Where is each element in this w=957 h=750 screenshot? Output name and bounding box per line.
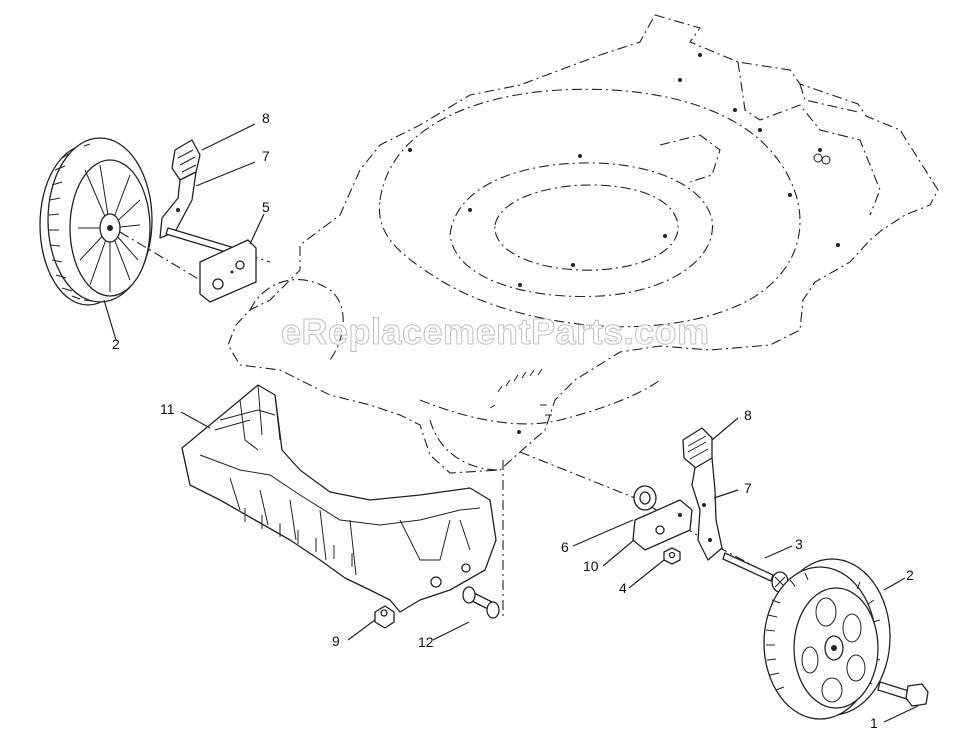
callout-left-5: 5 — [262, 199, 270, 215]
watermark: eReplacementParts.com — [281, 311, 710, 352]
spacer-washer — [633, 485, 657, 511]
right-wheel-bracket — [632, 499, 693, 551]
rear-wheel-housing — [181, 384, 497, 613]
callout-left-8: 8 — [262, 110, 270, 126]
leader-lines — [103, 123, 919, 723]
pin — [462, 586, 500, 619]
callout-left-2: 2 — [112, 336, 120, 352]
nut — [374, 605, 395, 629]
callout-right-4: 4 — [619, 580, 627, 596]
shoulder-bolt — [722, 552, 789, 593]
right-front-wheel — [763, 558, 891, 720]
callout-right-3: 3 — [795, 536, 803, 552]
callout-right-2: 2 — [906, 567, 914, 583]
callout-right-6: 6 — [561, 539, 569, 555]
left-wheel-bracket — [199, 239, 257, 303]
callout-housing-11: 11 — [160, 401, 175, 417]
small-nut — [663, 547, 681, 565]
wheel-bolt — [877, 681, 929, 707]
mower-deck — [227, 14, 939, 474]
callout-labels: 8 7 5 2 11 9 12 8 7 6 10 4 3 2 1 — [112, 110, 914, 731]
callout-right-10: 10 — [583, 558, 599, 574]
callout-right-7: 7 — [744, 480, 752, 496]
callout-nut-9: 9 — [332, 633, 340, 649]
callout-right-1: 1 — [870, 715, 878, 731]
callout-pin-12: 12 — [418, 634, 434, 650]
callout-right-8: 8 — [744, 407, 752, 423]
right-height-adjust-lever — [691, 457, 723, 561]
left-rear-wheel — [39, 137, 201, 306]
callout-left-7: 7 — [262, 148, 270, 164]
